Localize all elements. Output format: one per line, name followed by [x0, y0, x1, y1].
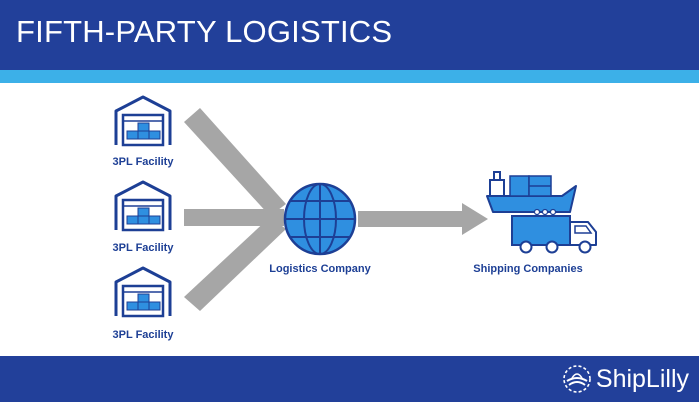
hub-label: Logistics Company	[269, 263, 371, 275]
arrow-from-facility-bottom	[184, 217, 286, 311]
arrow-from-facility-top	[184, 108, 286, 216]
footer-bar: ShipLilly	[0, 356, 699, 402]
page-title: FIFTH-PARTY LOGISTICS	[16, 14, 393, 49]
warehouse-icon	[112, 95, 176, 148]
facility-label: 3PL Facility	[112, 242, 174, 254]
warehouse-icon	[114, 180, 172, 232]
destination-label: Shipping Companies	[473, 263, 583, 275]
warehouse-icon	[114, 266, 172, 318]
facility-label: 3PL Facility	[112, 329, 174, 341]
facility-label: 3PL Facility	[112, 156, 174, 168]
arrow-to-shipping	[358, 203, 488, 235]
globe-icon	[283, 182, 357, 256]
brand-name: ShipLilly	[595, 364, 689, 393]
arrow-from-facility-middle	[184, 209, 284, 226]
accent-stripe	[0, 70, 699, 83]
header-bar: FIFTH-PARTY LOGISTICS	[0, 0, 699, 70]
brand-logo: ShipLilly	[558, 359, 689, 399]
ship-truck-icon	[486, 171, 597, 254]
lily-logo-icon	[563, 365, 591, 393]
